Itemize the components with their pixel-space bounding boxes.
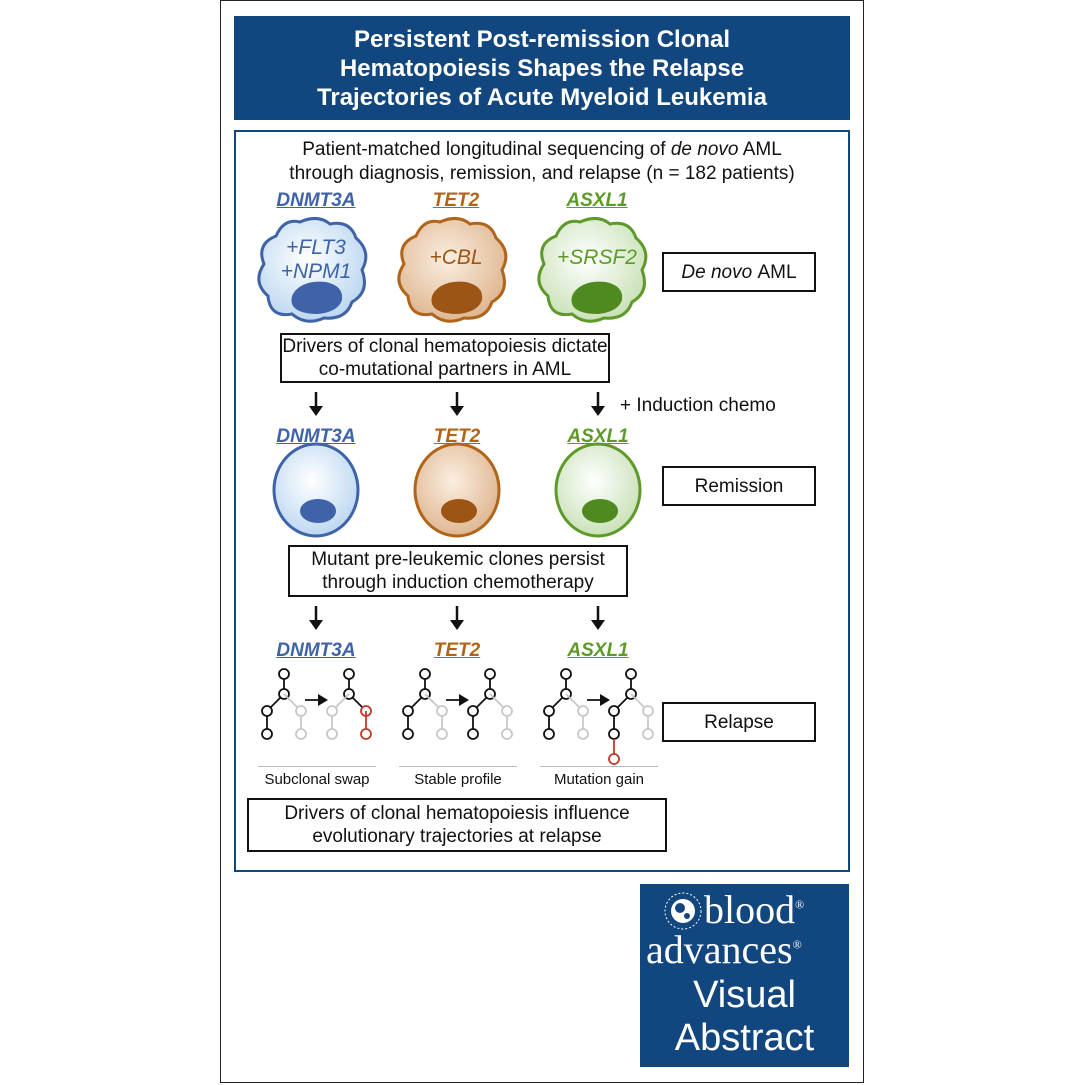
remission-cell-asxl1 <box>554 442 642 538</box>
gene-label-asxl1-aml: ASXL1 <box>566 190 628 211</box>
finding-3-line2: evolutionary trajectories at relapse <box>312 826 602 847</box>
finding-box-3: Drivers of clonal hematopoiesis influenc… <box>247 798 667 852</box>
brand-word-blood: blood® <box>704 887 805 932</box>
content-panel <box>234 130 850 872</box>
ash-seal-icon <box>664 892 702 930</box>
comutation-label-tet2: +CBL <box>429 246 483 269</box>
comutation-label-dnmt3a: +FLT3 +NPM1 <box>266 236 366 284</box>
comutation-flt3: +FLT3 <box>286 236 346 259</box>
clonal-tree-subclonal-swap <box>261 668 372 740</box>
caption-rule-3 <box>540 766 658 767</box>
finding-1-line2: co-mutational partners in AML <box>318 359 572 380</box>
finding-2-line2: through induction chemotherapy <box>322 572 594 593</box>
finding-3-line1: Drivers of clonal hematopoiesis influenc… <box>284 803 630 824</box>
comutation-npm1: +NPM1 <box>280 260 352 283</box>
gene-label-tet2-aml: TET2 <box>432 190 480 211</box>
down-arrow-5 <box>450 606 464 630</box>
gene-label-tet2-remission: TET2 <box>433 426 481 447</box>
stage-label-relapse: Relapse <box>662 702 816 742</box>
clonal-tree-mutation-gain <box>543 668 654 765</box>
down-arrow-2 <box>450 392 464 416</box>
caption-rule-1 <box>258 766 376 767</box>
intro-line1: Patient-matched longitudinal sequencing … <box>302 139 666 160</box>
remission-cell-tet2 <box>413 442 501 538</box>
intro-line1-end: AML <box>742 139 782 160</box>
intro-line2: through diagnosis, remission, and relaps… <box>289 163 795 184</box>
gene-label-asxl1-relapse: ASXL1 <box>567 640 629 661</box>
remission-cell-dnmt3a <box>272 442 360 538</box>
gene-label-dnmt3a-remission: DNMT3A <box>276 426 356 447</box>
gene-label-asxl1-remission: ASXL1 <box>567 426 629 447</box>
down-arrow-1 <box>309 392 323 416</box>
gene-label-tet2-relapse: TET2 <box>433 640 481 661</box>
brand-word-visual: Visual <box>693 974 796 1016</box>
page-title: Persistent Post-remission Clonal Hematop… <box>234 16 850 120</box>
blood-advances-logo: blood® advances® Visual Abstract <box>640 884 849 1067</box>
aml-cell-tet2 <box>397 217 508 323</box>
intro-italic: de novo <box>670 139 739 160</box>
down-arrow-4 <box>309 606 323 630</box>
finding-1-line1: Drivers of clonal hematopoiesis dictate <box>282 336 608 357</box>
stage-aml-italic: De novo <box>681 261 753 283</box>
gene-label-dnmt3a-relapse: DNMT3A <box>276 640 356 661</box>
aml-cell-dnmt3a <box>257 217 368 323</box>
brand-word-advances: advances® <box>646 927 802 972</box>
brand-word-abstract: Abstract <box>674 1017 815 1059</box>
induction-chemo-label: + Induction chemo <box>620 395 776 416</box>
down-arrow-6 <box>591 606 605 630</box>
intro-text: Patient-matched longitudinal sequencing … <box>240 138 844 186</box>
down-arrow-3 <box>591 392 605 416</box>
finding-2-line1: Mutant pre-leukemic clones persist <box>311 549 605 570</box>
stage-label-remission: Remission <box>662 466 816 506</box>
gene-label-dnmt3a-aml: DNMT3A <box>276 190 356 211</box>
caption-rule-2 <box>399 766 517 767</box>
aml-cell-asxl1 <box>537 217 648 323</box>
trajectory-label-stable-profile: Stable profile <box>414 771 502 788</box>
stage-label-aml: De novo AML <box>662 252 816 292</box>
trajectory-label-subclonal-swap: Subclonal swap <box>264 771 370 788</box>
clonal-tree-stable-profile <box>402 668 513 740</box>
stage-aml-rest: AML <box>757 261 797 283</box>
comutation-label-asxl1: +SRSF2 <box>557 246 637 269</box>
trajectory-label-mutation-gain: Mutation gain <box>553 771 645 788</box>
